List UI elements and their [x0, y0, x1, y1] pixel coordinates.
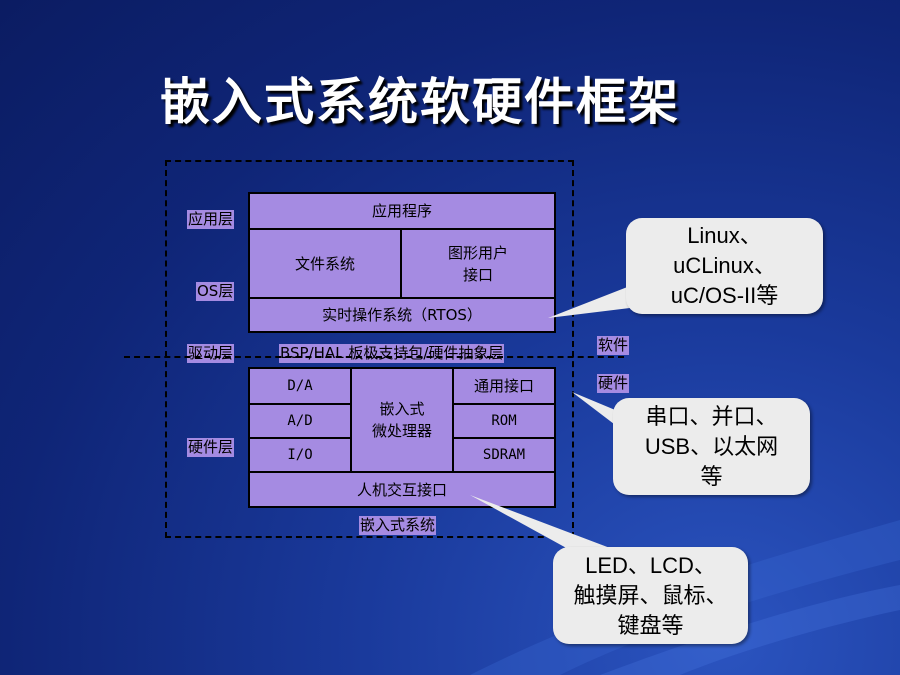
da-label: D/A: [287, 378, 313, 394]
layer-label-hardware: 硬件层: [187, 438, 235, 457]
gp-interface-label: 通用接口: [473, 377, 534, 395]
embedded-system-label: 嵌入式系统: [359, 516, 437, 535]
gui-label: 图形用户 接口: [447, 243, 508, 284]
rtos-label: 实时操作系统（RTOS）: [322, 306, 482, 324]
hardware-label: 硬件: [597, 374, 630, 393]
hmi-label: 人机交互接口: [356, 480, 447, 499]
interfaces-callout: 串口、并口、 USB、以太网 等: [613, 398, 810, 495]
sdram-block: SDRAM: [452, 437, 556, 473]
interfaces-callout-text: 串口、并口、 USB、以太网 等: [644, 403, 779, 489]
os-callout: Linux、 uCLinux、 uC/OS-II等: [626, 218, 823, 314]
hmi-callout-text: LED、LCD、 触摸屏、鼠标、 键盘等: [573, 552, 728, 638]
hmi-block: 人机交互接口: [248, 471, 556, 508]
cpu-label: 嵌入式 微处理器: [371, 400, 432, 440]
slide-title: 嵌入式系统软硬件框架: [160, 73, 680, 131]
software-label: 软件: [597, 336, 630, 355]
os-callout-text: Linux、 uCLinux、 uC/OS-II等: [670, 223, 779, 308]
rom-label: ROM: [491, 413, 517, 429]
io-label: I/O: [287, 447, 313, 463]
file-system-block: 文件系统: [248, 228, 402, 299]
gp-interface-block: 通用接口: [452, 367, 556, 405]
rtos-block: 实时操作系统（RTOS）: [248, 297, 556, 333]
ad-label: A/D: [287, 413, 313, 429]
file-system-label: 文件系统: [294, 254, 355, 273]
software-hardware-divider: [124, 356, 624, 358]
rom-block: ROM: [452, 403, 556, 439]
app-program-label: 应用程序: [371, 202, 432, 220]
hmi-callout-pointer: [470, 495, 610, 550]
layer-label-os: OS层: [196, 282, 235, 301]
sdram-label: SDRAM: [482, 447, 526, 463]
gui-block: 图形用户 接口: [400, 228, 556, 299]
hmi-callout: LED、LCD、 触摸屏、鼠标、 键盘等: [553, 547, 748, 644]
layer-label-app: 应用层: [187, 210, 235, 229]
embedded-system-boundary: [165, 160, 574, 538]
